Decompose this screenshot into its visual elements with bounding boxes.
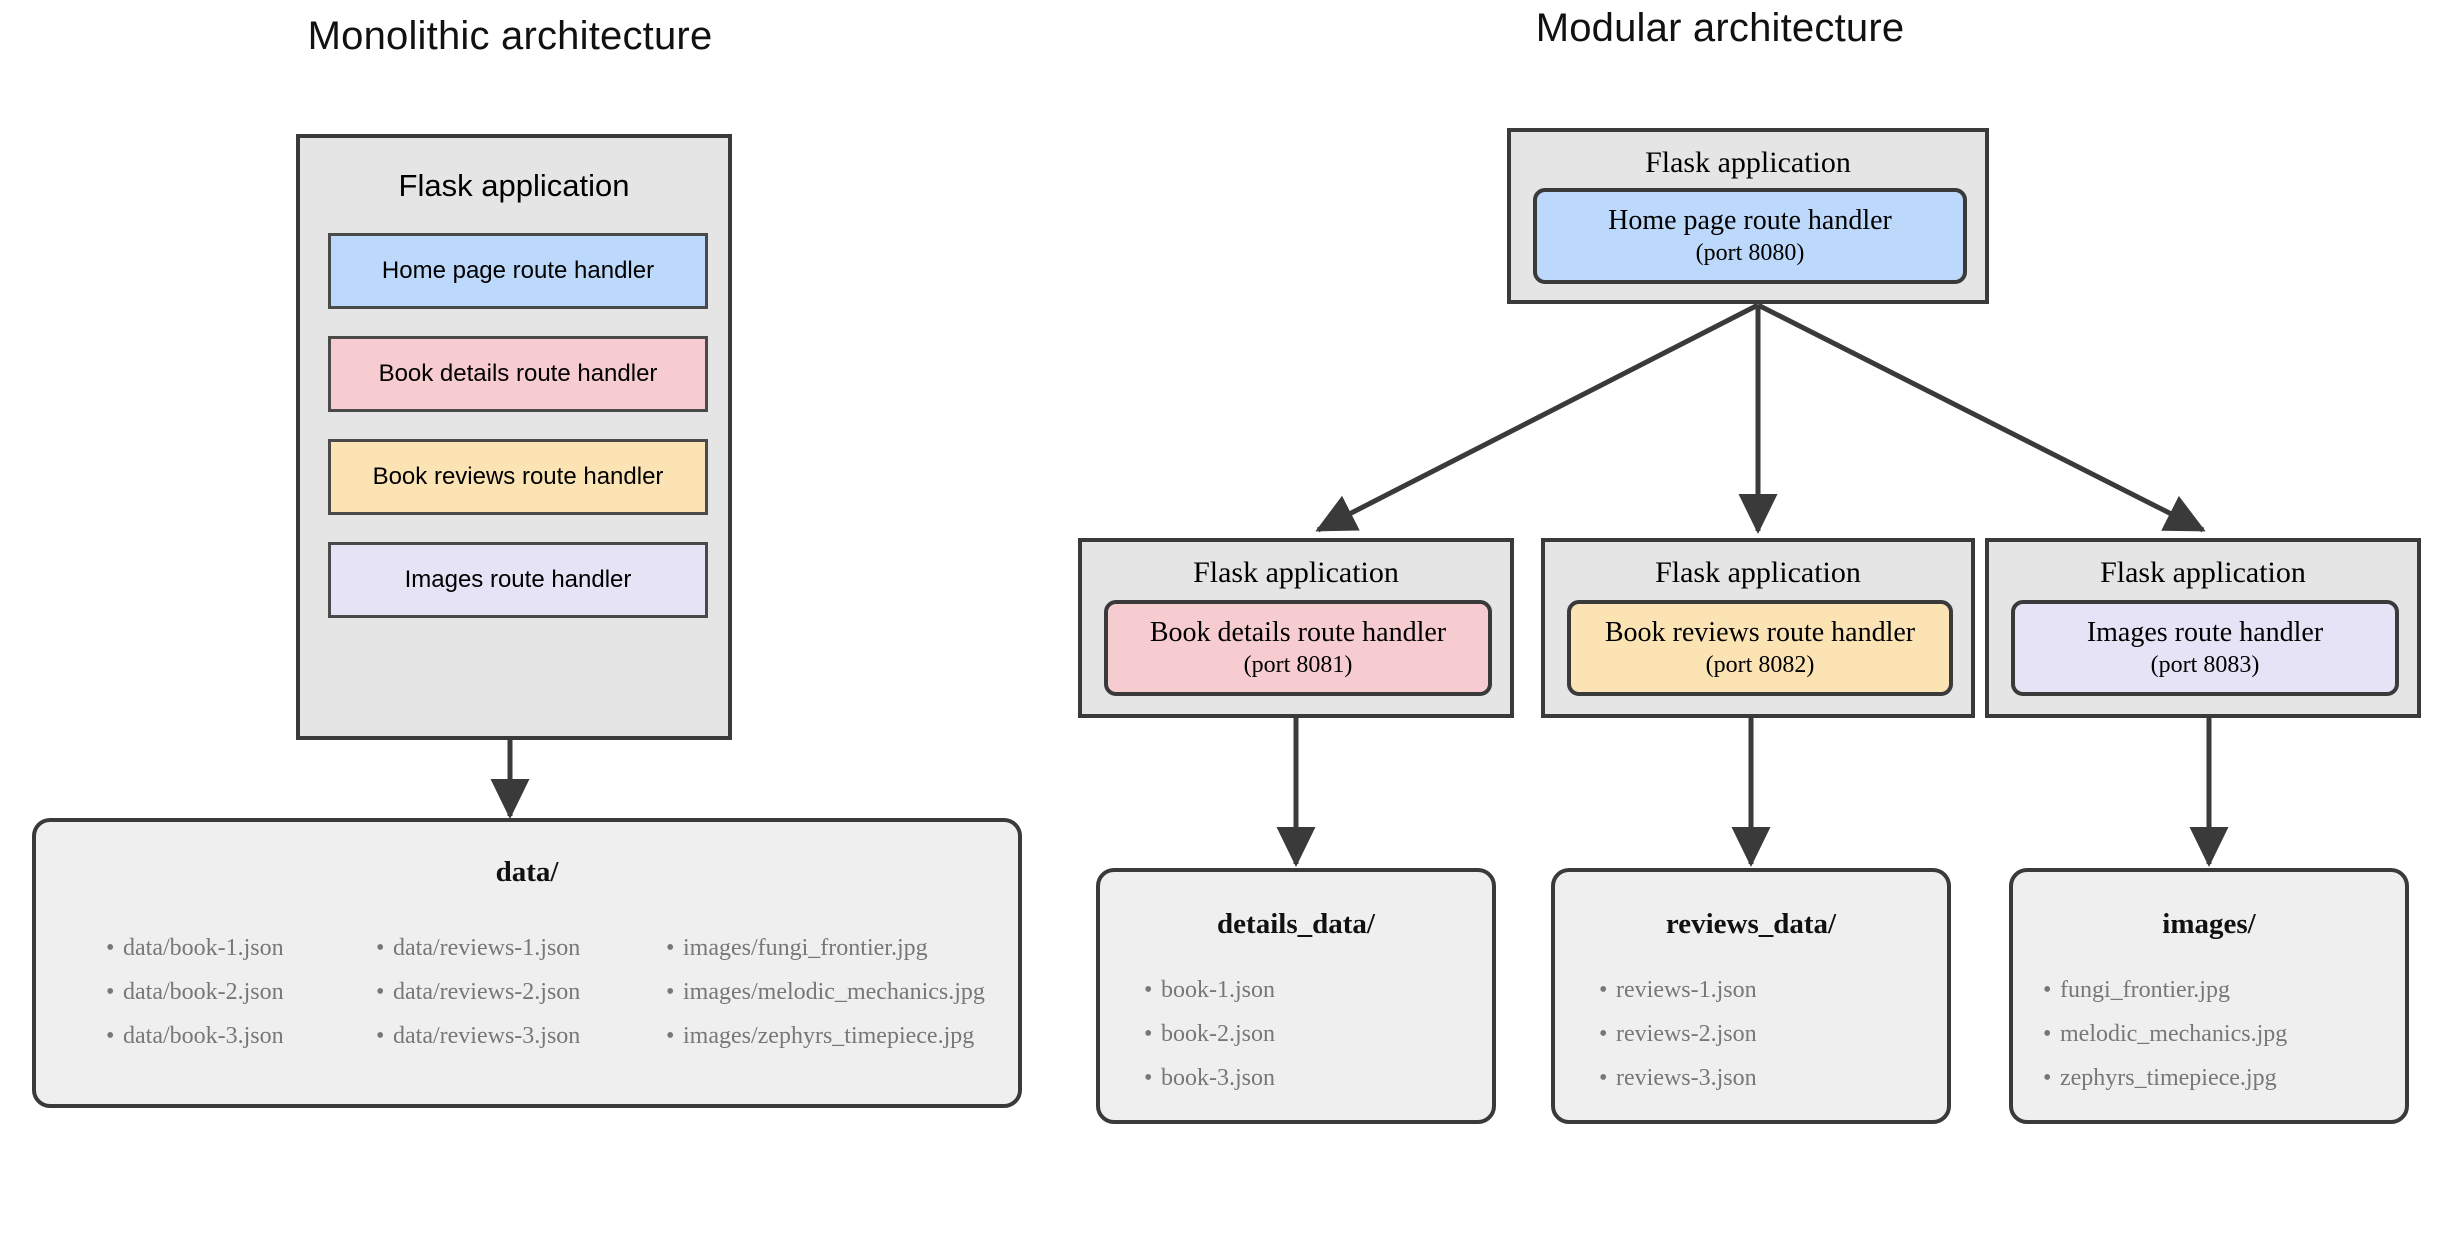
data-store-file: images/melodic_mechanics.jpg [666, 970, 985, 1014]
data-store-file: data/reviews-3.json [376, 1014, 580, 1058]
data-store-file: data/book-1.json [106, 926, 284, 970]
data-store-file: zephyrs_timepiece.jpg [2043, 1056, 2287, 1100]
route-handler-label: Book reviews route handler [1604, 617, 1916, 648]
data-store-file-list: book-1.json book-2.json book-3.json [1144, 968, 1275, 1100]
route-handler-port: (port 8083) [2150, 652, 2260, 678]
monolithic-app-label: Flask application [398, 168, 630, 203]
monolithic-flask-application-container: Flask application Home page route handle… [296, 134, 732, 740]
modular-data-store-reviews: reviews_data/ reviews-1.json reviews-2.j… [1551, 868, 1951, 1124]
data-store-file-list: reviews-1.json reviews-2.json reviews-3.… [1599, 968, 1757, 1100]
data-store-file: book-3.json [1144, 1056, 1275, 1100]
modular-flask-application-container-book-reviews: Flask application Book reviews route han… [1541, 538, 1975, 718]
modular-data-store-images: images/ fungi_frontier.jpg melodic_mecha… [2009, 868, 2409, 1124]
data-store-file: images/fungi_frontier.jpg [666, 926, 985, 970]
arrow-top-to-details [1315, 302, 1760, 533]
data-store-file-column: data/reviews-1.json data/reviews-2.json … [376, 926, 580, 1058]
data-store-file-list: fungi_frontier.jpg melodic_mechanics.jpg… [2043, 968, 2287, 1100]
data-store-title: reviews_data/ [1665, 908, 1837, 940]
route-handler-port: (port 8081) [1243, 652, 1353, 678]
data-store-file: reviews-1.json [1599, 968, 1757, 1012]
route-handler-label: Home page route handler [1608, 205, 1892, 236]
monolithic-diagram-title: Monolithic architecture [307, 14, 713, 58]
route-handler-book-details[interactable]: Book details route handler (port 8081) [1104, 600, 1492, 696]
route-handler-home-page[interactable]: Home page route handler [328, 233, 708, 309]
modular-top-app-label: Flask application [1645, 146, 1851, 179]
data-store-file: data/reviews-1.json [376, 926, 580, 970]
route-handler-label: Home page route handler [381, 257, 655, 284]
route-handler-label: Book reviews route handler [372, 463, 664, 490]
route-handler-book-details[interactable]: Book details route handler [328, 336, 708, 412]
data-store-file: data/book-2.json [106, 970, 284, 1014]
data-store-file-column: data/book-1.json data/book-2.json data/b… [106, 926, 284, 1058]
route-handler-label: Images route handler [2086, 617, 2324, 648]
data-store-title: data/ [495, 856, 559, 888]
data-store-file: data/reviews-2.json [376, 970, 580, 1014]
modular-app-label: Flask application [1193, 556, 1399, 589]
route-handler-port: (port 8080) [1695, 240, 1805, 266]
data-store-file: book-1.json [1144, 968, 1275, 1012]
arrow-top-to-images [1756, 302, 2206, 533]
modular-flask-application-container-images: Flask application Images route handler (… [1985, 538, 2421, 718]
route-handler-home-page[interactable]: Home page route handler (port 8080) [1533, 188, 1967, 284]
route-handler-label: Book details route handler [378, 360, 658, 387]
data-store-file: data/book-3.json [106, 1014, 284, 1058]
monolithic-data-store: data/ data/book-1.json data/book-2.json … [32, 818, 1022, 1108]
modular-diagram-title: Modular architecture [1535, 6, 1905, 50]
data-store-file-column: images/fungi_frontier.jpg images/melodic… [666, 926, 985, 1058]
route-handler-label: Images route handler [404, 566, 632, 593]
modular-app-label: Flask application [1655, 556, 1861, 589]
route-handler-book-reviews[interactable]: Book reviews route handler (port 8082) [1567, 600, 1953, 696]
data-store-file: book-2.json [1144, 1012, 1275, 1056]
data-store-title: images/ [2162, 908, 2256, 940]
route-handler-port: (port 8082) [1705, 652, 1815, 678]
data-store-title: details_data/ [1217, 908, 1375, 940]
modular-app-label: Flask application [2100, 556, 2306, 589]
route-handler-label: Book details route handler [1149, 617, 1447, 648]
route-handler-book-reviews[interactable]: Book reviews route handler [328, 439, 708, 515]
modular-top-flask-application-container: Flask application Home page route handle… [1507, 128, 1989, 304]
modular-flask-application-container-book-details: Flask application Book details route han… [1078, 538, 1514, 718]
route-handler-images[interactable]: Images route handler [328, 542, 708, 618]
data-store-file: images/zephyrs_timepiece.jpg [666, 1014, 985, 1058]
data-store-file: reviews-2.json [1599, 1012, 1757, 1056]
route-handler-images[interactable]: Images route handler (port 8083) [2011, 600, 2399, 696]
data-store-file: fungi_frontier.jpg [2043, 968, 2287, 1012]
data-store-file: reviews-3.json [1599, 1056, 1757, 1100]
modular-data-store-details: details_data/ book-1.json book-2.json bo… [1096, 868, 1496, 1124]
data-store-file: melodic_mechanics.jpg [2043, 1012, 2287, 1056]
